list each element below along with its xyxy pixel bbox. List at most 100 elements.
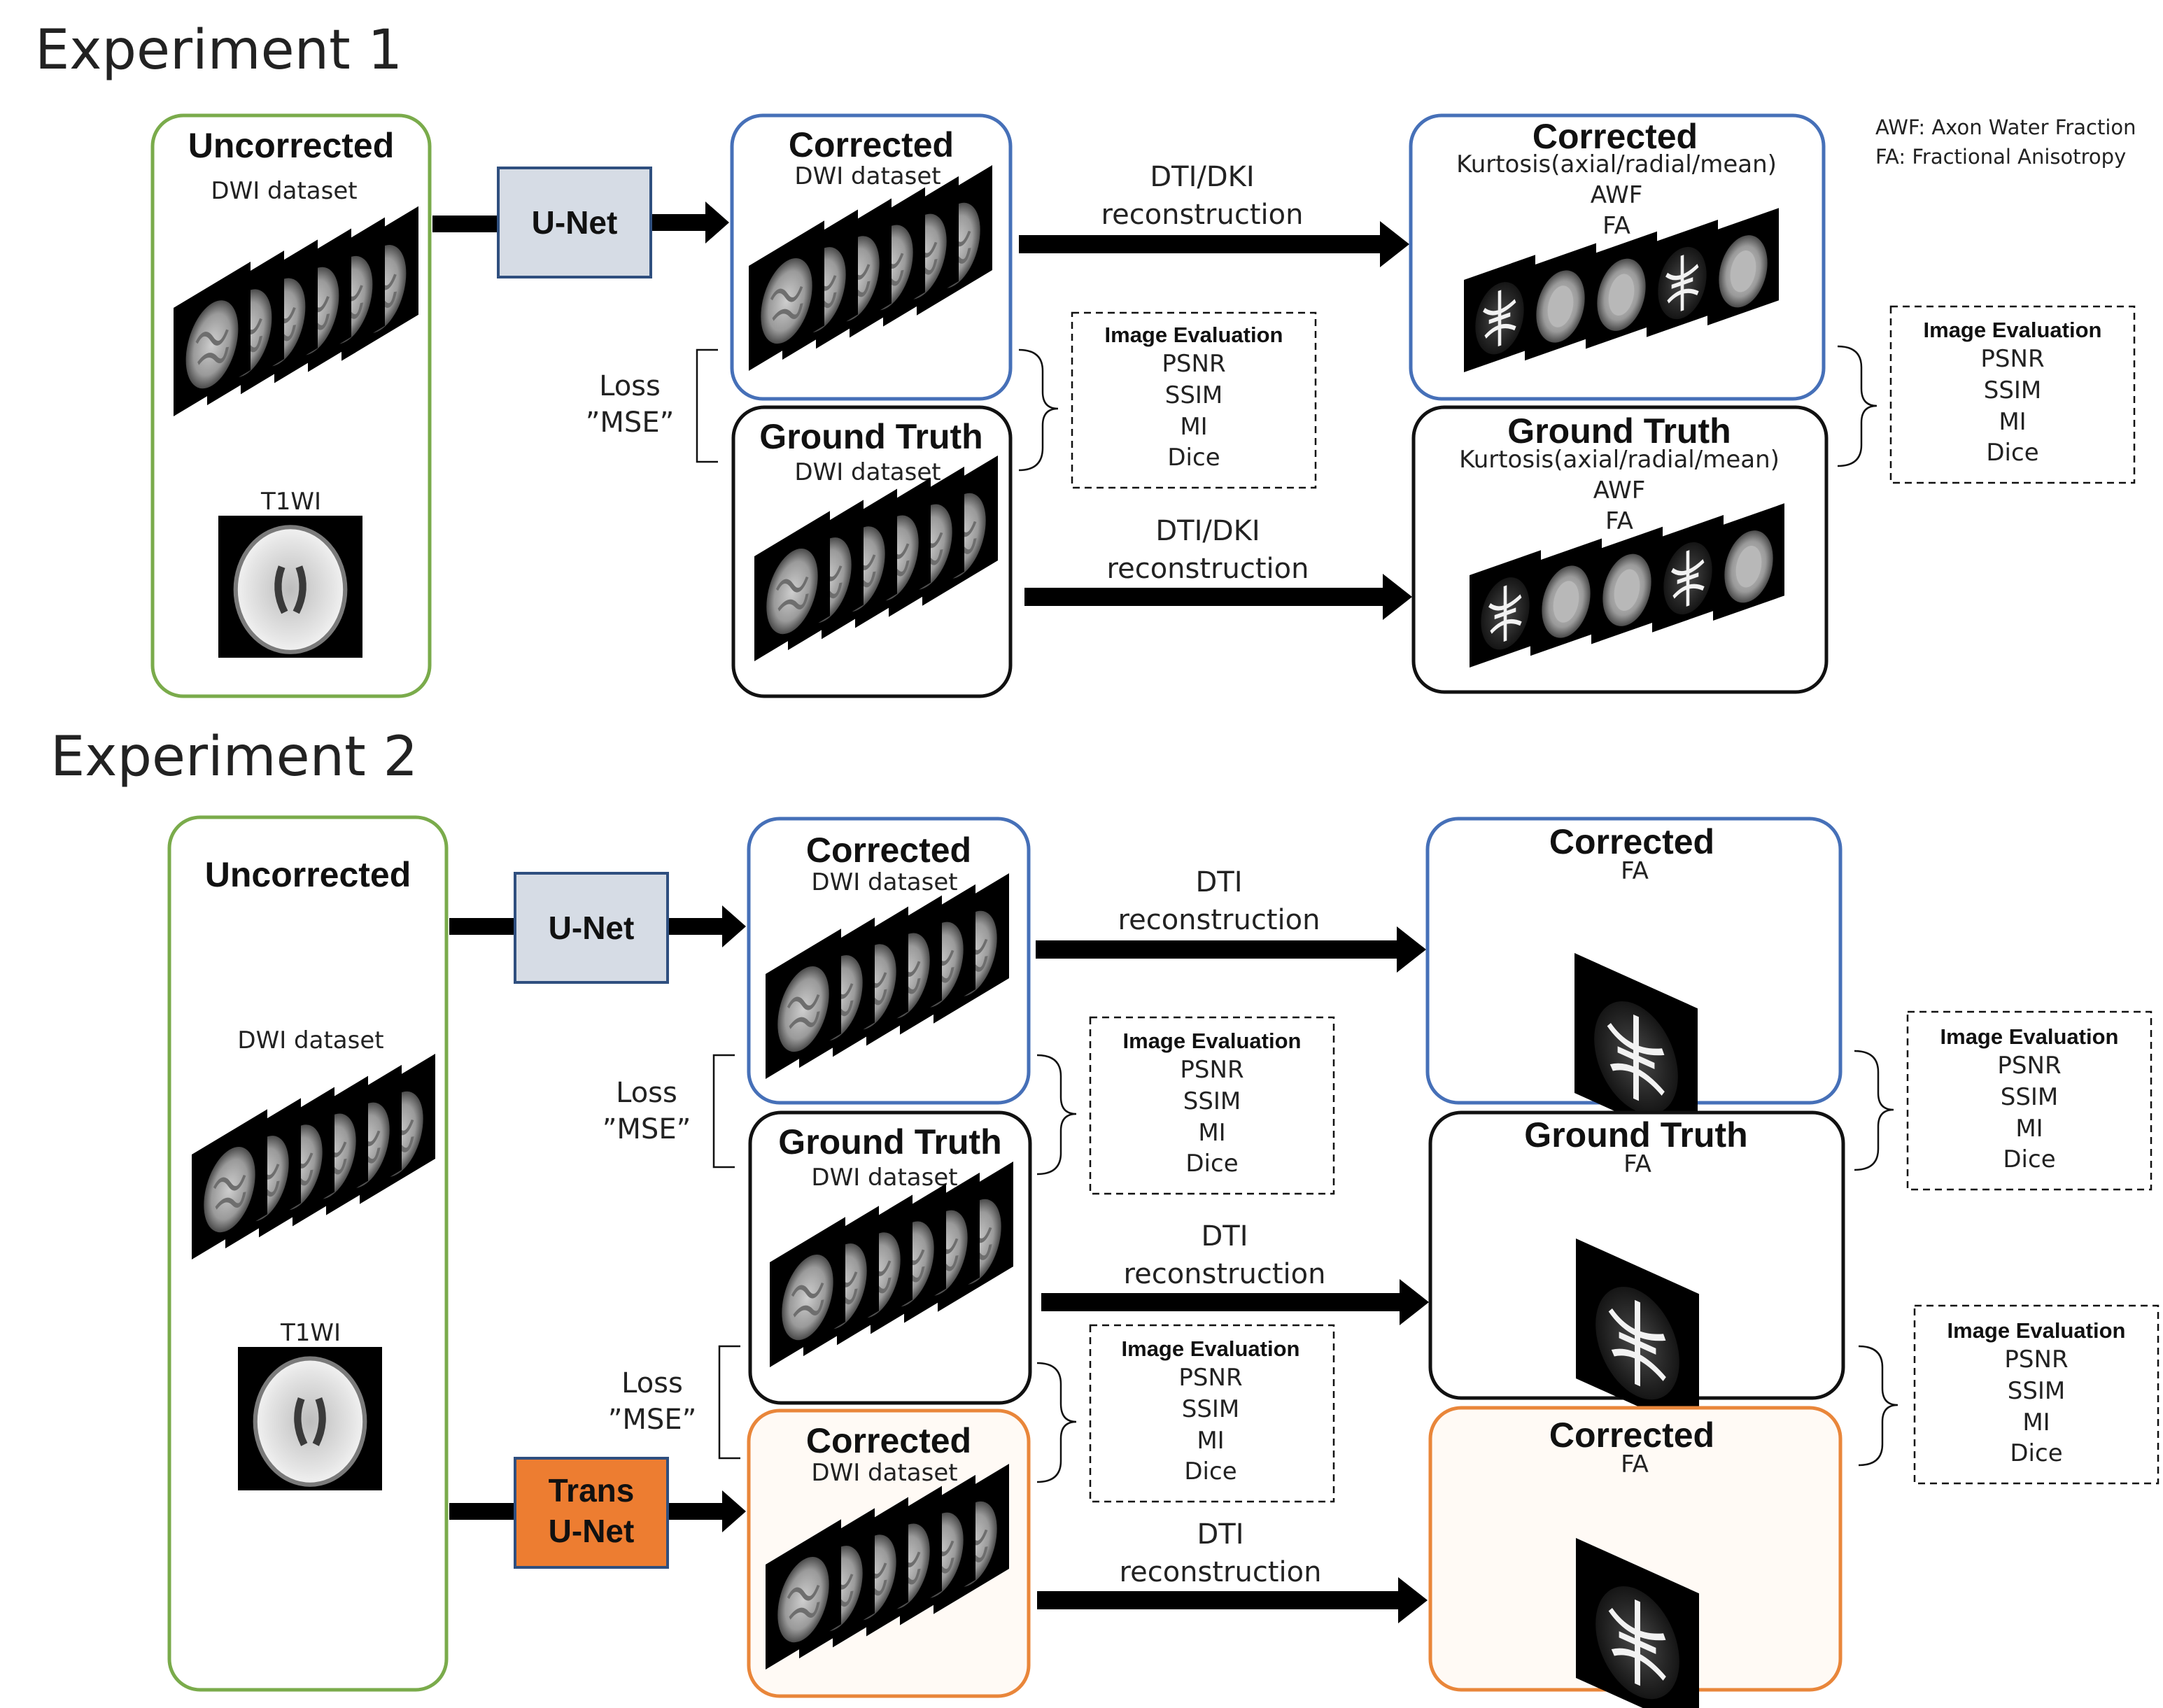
exp1-metrics-eval-brace [1837,345,1877,467]
exp2-recon-top-arrowhead [1397,926,1426,973]
exp2-recon-bottom-arrow-shaft [1037,1591,1400,1609]
exp1-recon-top-label: reconstruction [1101,199,1304,231]
exp2-trans-unet-block[interactable] [514,1457,669,1569]
exp2-fa-eval-bottom-psnr: PSNR [2004,1346,2068,1374]
exp1-metrics-eval-psnr: PSNR [1980,345,2044,373]
exp1-recon-bottom-method: DTI/DKI [1155,515,1260,547]
exp2-ground-truth-fa-title: Ground Truth [1524,1115,1747,1155]
exp2-ground-truth-dwi-title: Ground Truth [778,1122,1001,1162]
exp1-uncorrected-dwi-label: DWI dataset [211,177,357,205]
exp1-t1wi-image [218,516,362,658]
experiment-1: Uncorrected DWI dataset T1WI U-Net Corre… [150,113,2136,698]
exp1-metrics-eval-ssim: SSIM [1984,376,2042,404]
exp1-ground-truth-awf-label: AWF [1593,477,1646,504]
exp1-recon-bottom-arrow-shaft [1024,588,1384,606]
exp1-ground-truth-dwi-label: DWI dataset [794,458,940,486]
exp2-dwi-eval-bottom-psnr: PSNR [1178,1364,1242,1392]
exp2-uncorrected-frame [167,815,449,1692]
exp2-loss-top-bracket [712,1054,735,1169]
exp1-corrected-awf-label: AWF [1591,181,1643,209]
exp1-corrected-kurtosis-label: Kurtosis(axial/radial/mean) [1456,150,1777,178]
exp2-recon-top-arrow-shaft [1036,940,1398,959]
exp2-ground-truth-dwi-label: DWI dataset [811,1164,957,1192]
exp2-t1wi-label: T1WI [280,1319,341,1347]
exp2-fa-eval-bottom-brace [1858,1345,1898,1467]
exp2-unet-corrected-fa-title: Corrected [1549,822,1714,861]
exp2-trans-unet-corrected-dwi-label: DWI dataset [811,1459,957,1487]
exp1-arrowhead-from-unet [705,202,729,244]
exp2-dwi-eval-bottom-dice: Dice [1184,1458,1236,1485]
exp1-corrected-fa-label: FA [1602,212,1630,240]
exp2-dwi-eval-bottom-ssim: SSIM [1182,1395,1240,1423]
exp1-metrics-eval-heading: Image Evaluation [1924,318,2102,342]
exp2-dwi-eval-bottom-brace [1036,1362,1077,1483]
exp1-dwi-eval-mi: MI [1180,413,1207,441]
exp2-fa-eval-bottom-dice: Dice [2010,1439,2062,1467]
exp2-arrow-to-trans-unet [449,1503,516,1520]
exp2-loss-bottom-label: Loss [621,1367,683,1399]
exp2-recon-top-method: DTI [1195,866,1242,898]
experiment-2: Uncorrected DWI dataset T1WI U-Net Corre… [167,815,2160,1708]
exp1-dwi-eval-dice: Dice [1167,444,1220,472]
exp1-unet-label: U-Net [532,204,618,241]
exp2-recon-top-label: reconstruction [1118,904,1320,936]
exp2-dwi-eval-top-brace [1036,1054,1077,1176]
exp1-unet-block[interactable] [497,167,652,278]
exp1-dwi-eval-brace [1018,348,1059,472]
exp2-loss-top-mse-label: ”MSE” [603,1113,691,1145]
exp2-t1wi-image [238,1347,382,1490]
exp1-ground-truth-dwi-title: Ground Truth [759,417,982,456]
exp2-dwi-eval-top-box [1089,1016,1335,1195]
exp2-fa-eval-bottom-ssim: SSIM [2008,1377,2066,1405]
exp1-arrow-to-unet [432,216,500,232]
exp2-arrow-from-unet [669,918,724,935]
exp2-recon-mid-arrow-shaft [1041,1293,1401,1311]
exp2-dwi-eval-top-ssim: SSIM [1183,1087,1241,1115]
exp2-fa-eval-top-mi: MI [2015,1115,2043,1143]
exp2-trans-unet-label-line1: Trans [549,1472,635,1509]
exp2-trans-unet-label-line2: U-Net [549,1513,635,1549]
exp2-loss-top-label: Loss [616,1077,677,1109]
exp2-recon-mid-arrowhead [1400,1279,1429,1325]
exp1-loss-label: Loss [599,370,661,402]
exp2-dwi-eval-top-dice: Dice [1185,1150,1238,1178]
exp1-dwi-eval-heading: Image Evaluation [1105,323,1283,347]
exp1-uncorrected-title: Uncorrected [188,126,395,165]
exp2-fa-eval-top-box [1906,1010,2153,1191]
legend-fa: FA: Fractional Anisotropy [1875,145,2126,169]
exp2-dwi-eval-top-mi: MI [1198,1119,1225,1147]
exp1-recon-top-arrow-shaft [1019,235,1381,253]
exp1-metrics-eval-mi: MI [1999,408,2026,436]
exp1-arrow-from-unet [652,214,707,231]
exp1-t1wi-label: T1WI [260,488,321,516]
exp2-uncorrected-dwi-label: DWI dataset [237,1026,383,1054]
exp2-arrow-to-unet [449,918,516,935]
legend-awf: AWF: Axon Water Fraction [1875,115,2136,139]
exp2-dwi-eval-top-psnr: PSNR [1180,1056,1243,1084]
exp1-corrected-metrics-title: Corrected [1533,117,1698,156]
exp2-fa-eval-bottom-box [1913,1304,2160,1485]
exp2-unet-corrected-fa-label: FA [1621,857,1649,885]
exp2-fa-eval-top-brace [1854,1050,1894,1171]
exp2-fa-eval-bottom-mi: MI [2022,1409,2050,1437]
exp1-recon-bottom-label: reconstruction [1107,553,1309,585]
exp2-loss-bottom-bracket [718,1345,740,1460]
exp1-metrics-eval-box [1889,305,2136,484]
exp2-recon-bottom-arrowhead [1398,1577,1428,1623]
exp2-unet-block[interactable] [514,872,669,984]
exp2-recon-mid-method: DTI [1201,1220,1248,1252]
exp2-arrowhead-from-trans-unet [722,1490,746,1532]
exp1-dwi-eval-ssim: SSIM [1165,381,1223,409]
exp1-loss-bracket [696,348,718,463]
exp2-recon-bottom-label: reconstruction [1120,1556,1322,1588]
exp2-dwi-eval-bottom-mi: MI [1197,1427,1224,1455]
exp1-recon-top-method: DTI/DKI [1150,161,1254,193]
exp1-metrics-eval-dice: Dice [1986,439,2038,467]
exp2-unet-corrected-dwi-title: Corrected [806,831,971,870]
exp2-dwi-eval-bottom-box [1089,1324,1335,1503]
exp2-dwi-eval-bottom-heading: Image Evaluation [1122,1336,1300,1361]
exp2-fa-eval-top-dice: Dice [2003,1145,2055,1173]
exp1-dwi-eval-box [1071,311,1317,489]
exp2-unet-corrected-dwi-label: DWI dataset [811,868,957,896]
